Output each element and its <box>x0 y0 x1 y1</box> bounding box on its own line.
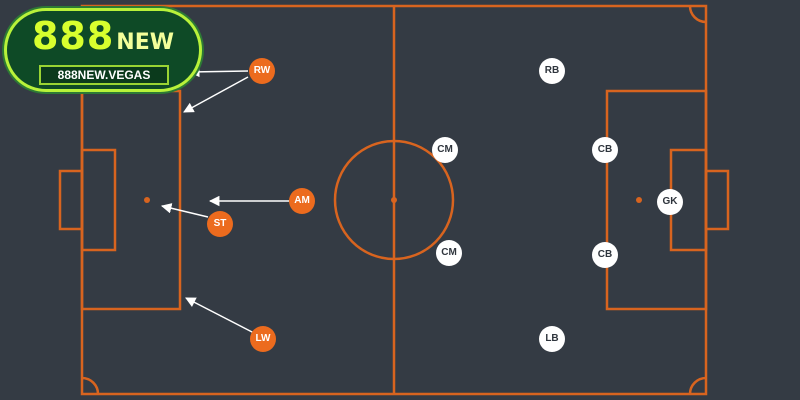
rw-arrow-upper <box>188 66 249 78</box>
brand-logo[interactable]: 888NEW 888NEW.VEGAS <box>4 8 202 92</box>
player-lb: LB <box>539 326 565 352</box>
lw-arrow <box>185 297 255 334</box>
player-gk: GK <box>657 189 683 215</box>
rw-arrow-lower <box>183 76 249 113</box>
corner-arc-top-right <box>688 5 707 24</box>
center-spot <box>391 197 397 203</box>
player-cb-bottom: CB <box>592 242 618 268</box>
left-penalty-spot <box>144 197 150 203</box>
player-rw: RW <box>249 58 275 84</box>
brand-suffix: NEW <box>116 30 175 55</box>
right-penalty-spot <box>636 197 642 203</box>
player-lw: LW <box>250 326 276 352</box>
brand-number: 888 <box>31 14 115 58</box>
center-circle <box>333 139 455 261</box>
corner-arc-bottom-right <box>688 376 707 395</box>
player-am: AM <box>289 188 315 214</box>
player-rb: RB <box>539 58 565 84</box>
corner-arc-bottom-left <box>81 376 100 395</box>
left-penalty-area <box>80 89 182 311</box>
player-st: ST <box>207 211 233 237</box>
player-cm-top: CM <box>432 137 458 163</box>
st-arrow <box>160 203 209 218</box>
brand-url: 888NEW.VEGAS <box>39 65 169 85</box>
right-goal <box>704 169 730 231</box>
player-cb-top: CB <box>592 137 618 163</box>
player-cm-bottom: CM <box>436 240 462 266</box>
brand-wordmark: 888NEW <box>7 17 199 55</box>
left-goal-area <box>80 148 117 252</box>
left-goal <box>58 169 84 231</box>
